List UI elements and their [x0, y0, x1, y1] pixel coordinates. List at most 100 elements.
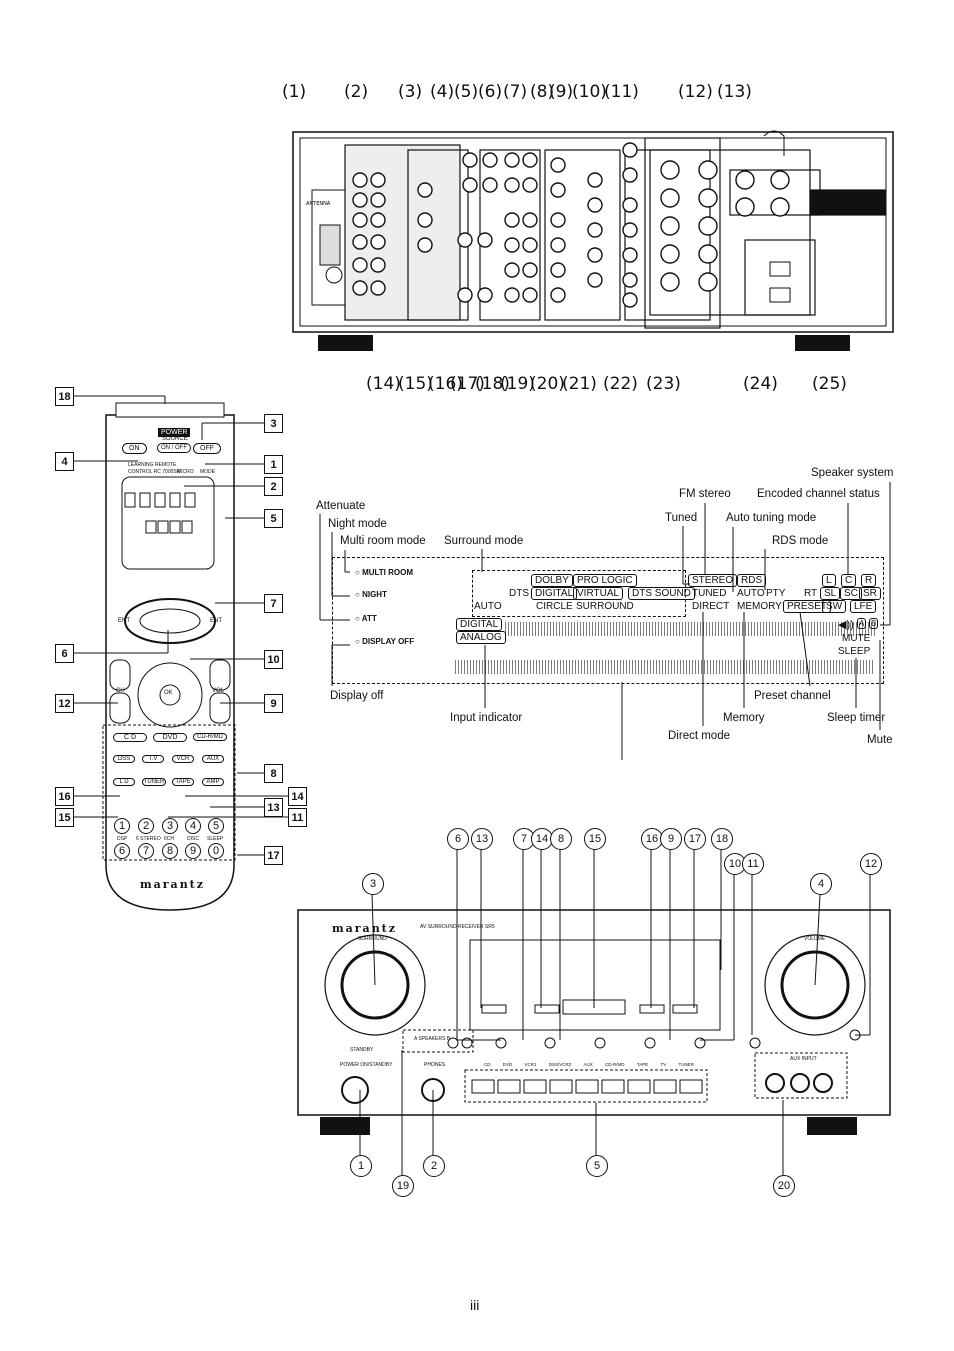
ind-lfe: LFE — [850, 600, 877, 613]
rear-callout-19: (19) — [500, 374, 535, 394]
ind-night: ○ NIGHT — [355, 590, 387, 599]
rear-callout-25: (25) — [812, 374, 847, 394]
remote-callout-11: 11 — [288, 808, 307, 827]
remote-num-8[interactable]: 8 — [162, 843, 178, 859]
remote-ent-right[interactable]: ENT — [210, 618, 222, 624]
ind-dts-sound: DTS SOUND — [628, 587, 695, 600]
remote-ok-button[interactable]: OK — [164, 690, 173, 696]
led-icon: ○ — [355, 614, 362, 623]
label-tuned: Tuned — [665, 512, 698, 524]
remote-power-label: POWER — [158, 428, 191, 437]
front-callout-2: 2 — [423, 1155, 445, 1177]
ind-auto-tuning: AUTO — [737, 588, 765, 599]
ind-rt: RT — [804, 588, 818, 599]
remote-num-3[interactable]: 3 — [162, 818, 178, 834]
rear-callout-15: (15) — [398, 374, 433, 394]
ind-night-text: NIGHT — [362, 590, 387, 599]
remote-callout-7: 7 — [264, 594, 283, 613]
page-number: iii — [470, 1297, 480, 1313]
remote-cdr-button[interactable]: CD-R/MD — [193, 733, 227, 741]
front-callout-7: 7 — [513, 828, 535, 850]
remote-sub-disc: DISC — [187, 836, 199, 842]
label-input-indicator: Input indicator — [450, 712, 523, 724]
front-key-tape: TAPE — [636, 1062, 649, 1067]
ind-att-text: ATT — [361, 614, 377, 623]
rear-callout-13: (13) — [717, 82, 752, 102]
label-display-off: Display off — [330, 690, 384, 702]
remote-tv-button[interactable]: T.V — [142, 755, 164, 763]
remote-on-off-button[interactable]: ON / OFF — [157, 443, 191, 453]
ind-dolby: DOLBY — [531, 574, 573, 587]
rear-panel-drawing: ANTENNA — [292, 130, 894, 351]
remote-source-label: SOURCE — [162, 436, 188, 442]
label-mute: Mute — [867, 734, 893, 746]
remote-sub-6stereo: 6 STEREO — [136, 836, 161, 842]
remote-num-5[interactable]: 5 — [208, 818, 224, 834]
speaker-icon: ◀)) — [838, 619, 854, 631]
ind-digital: DIGITAL — [531, 587, 578, 600]
front-key-tuner: TUNER — [678, 1062, 695, 1067]
remote-num-6[interactable]: 6 — [114, 843, 130, 859]
remote-off-button[interactable]: OFF — [193, 443, 221, 454]
label-fm-stereo: FM stereo — [679, 488, 731, 500]
rear-callout-7: (7) — [503, 82, 528, 102]
remote-num-2[interactable]: 2 — [138, 818, 154, 834]
front-callout-6: 6 — [447, 828, 469, 850]
rear-callout-10: (10) — [572, 82, 607, 102]
front-callout-1: 1 — [350, 1155, 372, 1177]
remote-tape-button[interactable]: TAPE — [172, 778, 194, 786]
front-key-tv: TV — [660, 1062, 667, 1067]
remote-tuner-button[interactable]: TUNER — [142, 778, 166, 786]
front-callout-3: 3 — [362, 873, 384, 895]
front-phones-label: PHONES — [424, 1062, 446, 1068]
ind-memory: MEMORY — [737, 601, 782, 612]
remote-aux-button[interactable]: AUX — [202, 755, 224, 763]
remote-num-0[interactable]: 0 — [208, 843, 224, 859]
remote-callout-14: 14 — [288, 787, 307, 806]
remote-model-label: CONTROL RC 7000SR — [128, 469, 181, 475]
rear-callout-12: (12) — [678, 82, 713, 102]
front-callout-8: 8 — [550, 828, 572, 850]
rear-callout-21: (21) — [562, 374, 597, 394]
ind-input-analog: ANALOG — [456, 631, 506, 644]
remote-on-button[interactable]: ON — [122, 443, 147, 454]
remote-num-4[interactable]: 4 — [185, 818, 201, 834]
remote-num-7[interactable]: 7 — [138, 843, 154, 859]
remote-mode-label: MODE — [200, 469, 215, 475]
rear-callout-17: (17) — [450, 374, 485, 394]
remote-num-9[interactable]: 9 — [185, 843, 201, 859]
ind-att: ○ ATT — [355, 614, 377, 623]
rear-callout-20: (20) — [530, 374, 565, 394]
remote-ld-button[interactable]: L D — [113, 778, 135, 786]
rear-callout-8: (8) — [530, 82, 555, 102]
front-callout-10: 10 — [724, 853, 746, 875]
remote-vcr-button[interactable]: VCR — [172, 755, 194, 763]
ind-mute: MUTE — [842, 633, 871, 644]
front-callout-12: 12 — [860, 853, 882, 875]
label-preset-channel: Preset channel — [754, 690, 831, 702]
ind-direct: DIRECT — [692, 601, 730, 612]
remote-ent-left[interactable]: ENT — [118, 618, 130, 624]
rear-callout-6: (6) — [478, 82, 503, 102]
front-key-aux: AUX — [583, 1062, 593, 1067]
remote-callout-1: 1 — [264, 455, 283, 474]
remote-amp-button[interactable]: AMP — [202, 778, 224, 786]
label-encoded-channel-status: Encoded channel status — [757, 488, 880, 500]
ind-multi-room-text: MULTI ROOM — [362, 568, 414, 577]
ind-pty: PTY — [766, 588, 786, 599]
rear-callout-22: (22) — [603, 374, 638, 394]
label-direct-mode: Direct mode — [668, 730, 730, 742]
remote-dss-button[interactable]: DSS — [113, 755, 135, 763]
remote-callout-3: 3 — [264, 414, 283, 433]
remote-num-1[interactable]: 1 — [114, 818, 130, 834]
rear-callout-18: (18) — [475, 374, 510, 394]
ind-speaker-a: A — [857, 618, 867, 629]
remote-dvd-button[interactable]: DVD — [153, 733, 187, 742]
front-callout-11: 11 — [742, 853, 764, 875]
ind-virtual: VIRTUAL — [573, 587, 624, 600]
label-sleep-timer: Sleep timer — [827, 712, 886, 724]
front-callout-20: 20 — [773, 1175, 795, 1197]
ind-ch-c: C — [841, 574, 857, 587]
dot-matrix-display — [455, 660, 875, 674]
remote-cd-button[interactable]: C D — [113, 733, 147, 742]
